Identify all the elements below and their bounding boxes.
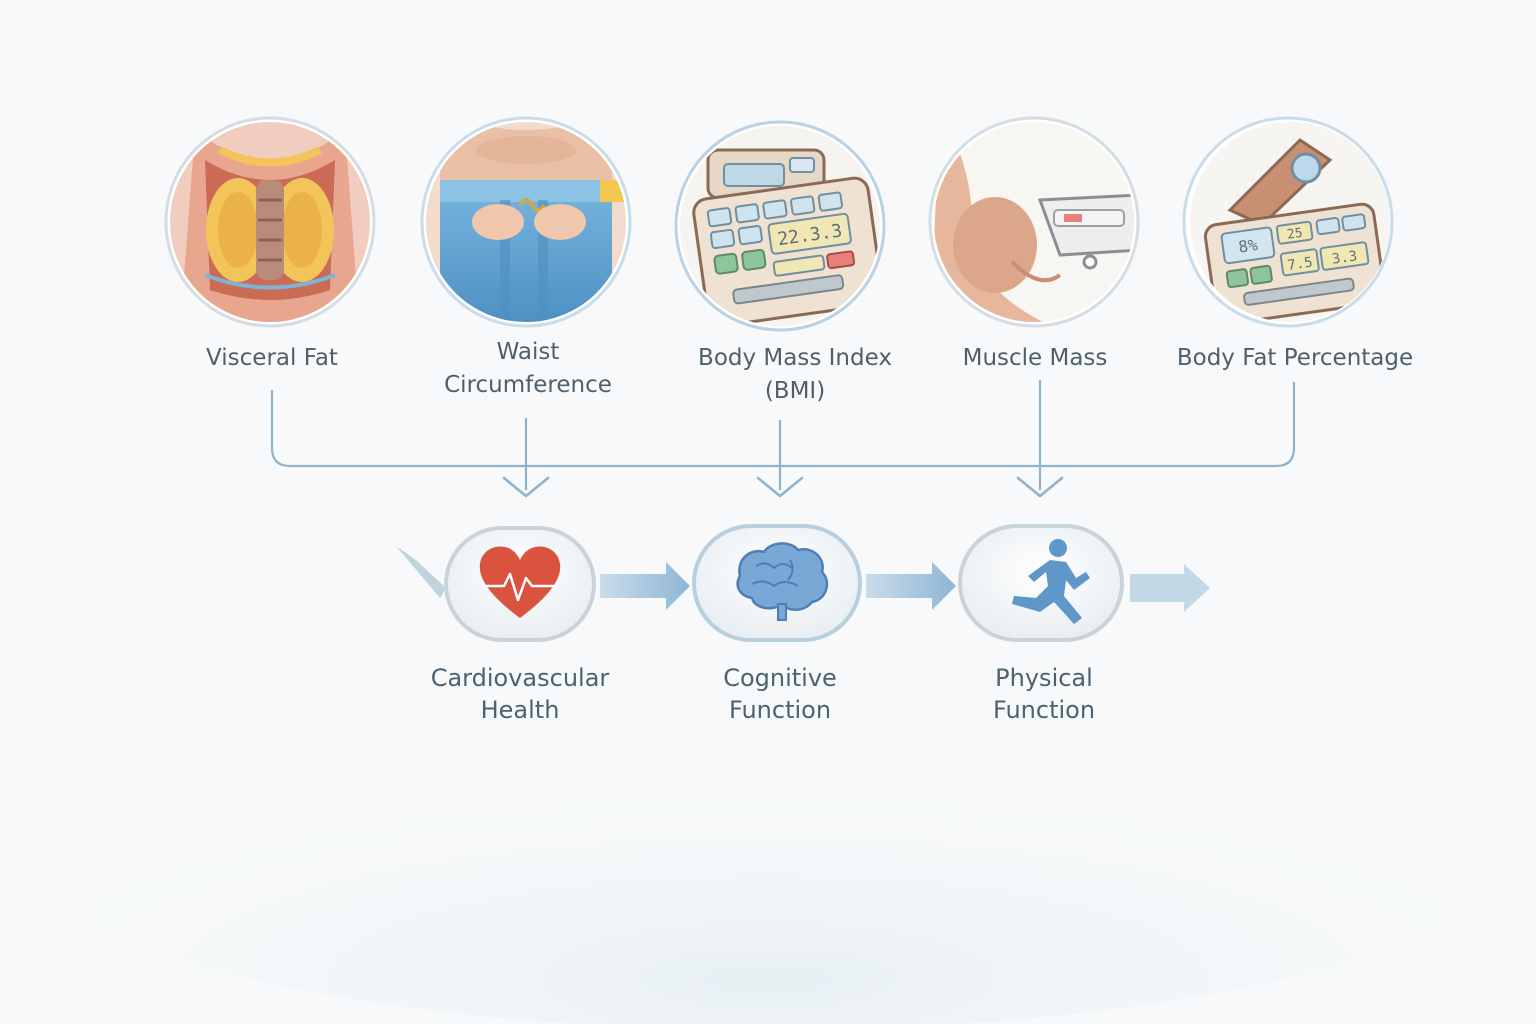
label-visceral-fat: Visceral Fat [206, 345, 338, 371]
visceral-fat-illustration [164, 116, 376, 328]
flow-arrow-2 [866, 562, 956, 610]
flow-arrow-1 [600, 562, 690, 610]
physical-node [958, 524, 1124, 642]
brain-icon [736, 542, 829, 621]
label-physical-function: Physical Function [992, 664, 1096, 724]
incoming-arrow [396, 546, 446, 598]
label-body-fat-percentage: Body Fat Percentage [1176, 345, 1414, 371]
arrowhead-physical [1016, 476, 1064, 498]
bmi-calculator-illustration: 22.3.3 [674, 120, 886, 332]
body-fat-readout-tertiary: 7.5 [1286, 255, 1313, 274]
runner-icon [1012, 539, 1090, 624]
background-wash [48, 690, 1488, 1024]
body-fat-readout-secondary: 25 [1286, 226, 1304, 243]
muscle-caliper-illustration [928, 116, 1140, 328]
label-cardiovascular-health: Cardiovascular Health [430, 664, 610, 724]
heart-icon [479, 546, 561, 618]
body-fat-scale-illustration: 8% 25 7.5 3.3 [1182, 116, 1394, 328]
label-waist-circumference: Waist Circumference [444, 339, 612, 398]
label-cognitive-function: Cognitive Function [723, 664, 837, 724]
label-bmi: Body Mass Index (BMI) [698, 345, 892, 404]
connector-arrowheads [502, 476, 1064, 498]
cardiovascular-node [444, 526, 596, 642]
arrowhead-cardiovascular [502, 476, 550, 498]
body-fat-readout-quaternary: 3.3 [1331, 248, 1358, 267]
arrowhead-cognitive [756, 476, 804, 498]
connector-lines [270, 380, 1296, 490]
body-fat-readout-primary: 8% [1237, 235, 1259, 257]
label-muscle-mass: Muscle Mass [962, 345, 1108, 371]
flow-arrow-3 [1130, 564, 1210, 612]
waist-measurement-illustration [420, 116, 632, 328]
cognitive-node [692, 524, 862, 642]
